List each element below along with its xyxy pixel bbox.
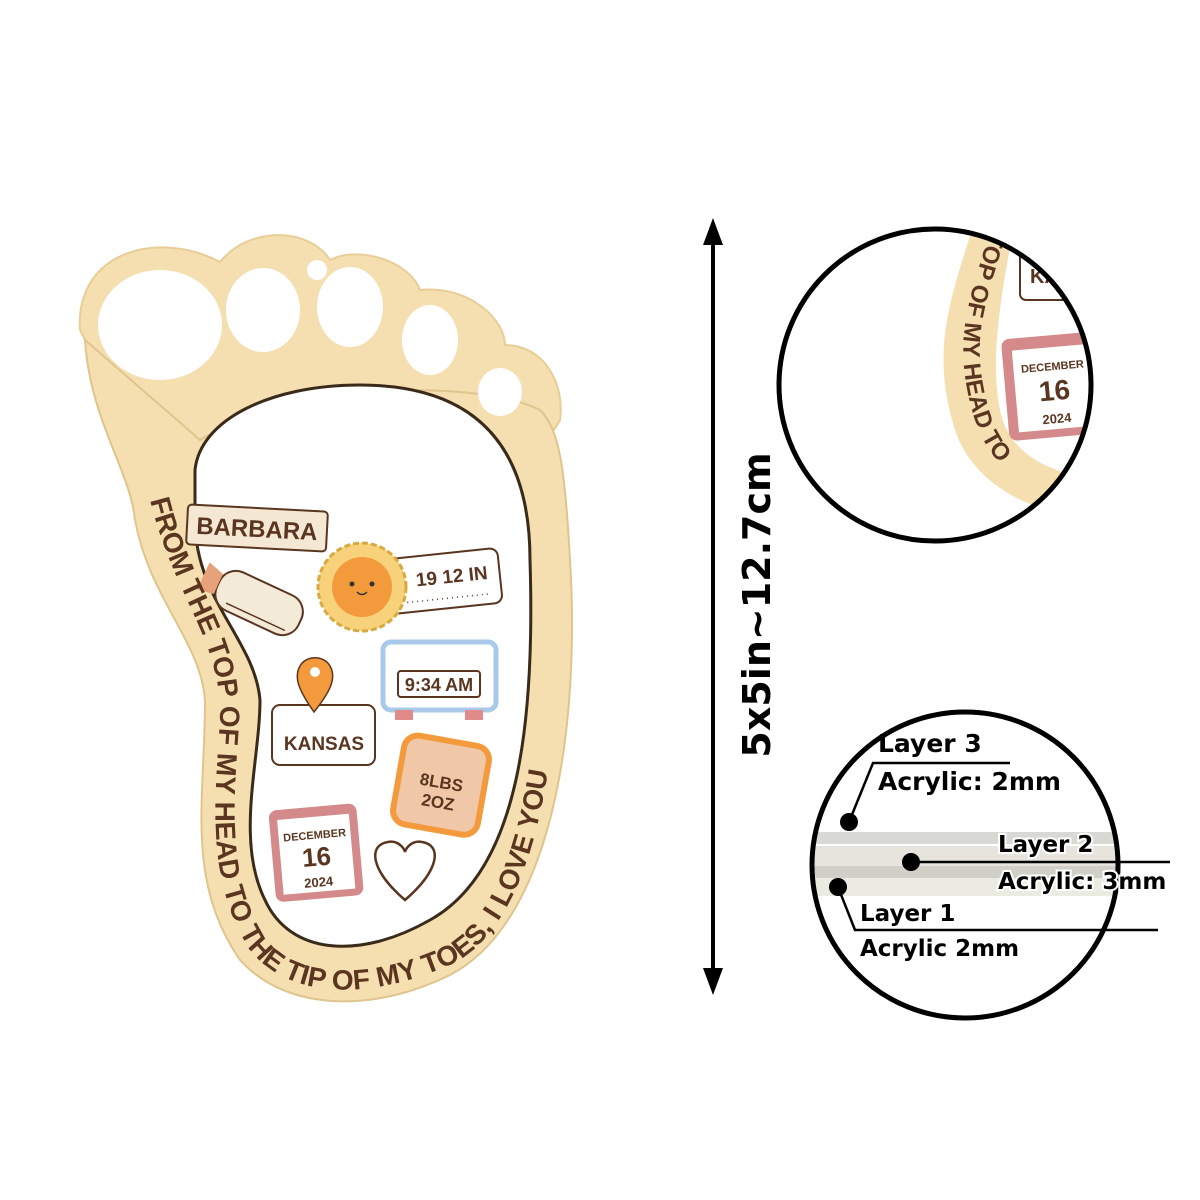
zoom-calendar-month: DECEMBER <box>1021 358 1085 375</box>
layer-1-spec: Acrylic 2mm <box>860 936 1019 962</box>
toe-holes <box>98 260 522 416</box>
calendar-tag: DECEMBER 16 2024 <box>268 803 364 902</box>
bottle-icon <box>197 562 304 637</box>
calendar-month: DECEMBER <box>283 827 347 844</box>
layers-circle: Layer 3 Acrylic: 2mm Layer 2 Acrylic: 3m… <box>809 709 1170 1021</box>
time-clock-tag: 9:34 AM <box>380 639 499 720</box>
zoom-calendar-day: 16 <box>1038 374 1072 408</box>
calendar-year: 2024 <box>304 873 335 891</box>
location-tag: KANSAS <box>271 657 376 766</box>
dimension-arrow <box>703 218 723 995</box>
layer-2-spec: Acrylic: 3mm <box>998 869 1166 895</box>
dimension-label: 5x5in~12.7cm <box>735 452 779 757</box>
heart-icon <box>374 840 436 902</box>
detail-zoom-circle: TOP OF MY HEAD TO KANS DECEMBER 16 2024 <box>776 226 1094 544</box>
location-text: KANSAS <box>284 734 364 755</box>
sun-icon <box>316 541 408 633</box>
zoom-calendar-year: 2024 <box>1042 410 1073 428</box>
weight-scale-tag: 8LBS 2OZ <box>390 732 492 838</box>
layer-3-spec: Acrylic: 2mm <box>878 767 1061 796</box>
name-tag: BARBARA <box>185 503 329 553</box>
layer-3-name: Layer 3 <box>878 729 982 758</box>
foot-plaque: BARBARA 19 12 IN 9:34 AM <box>78 234 574 1003</box>
layer-2-name: Layer 2 <box>998 832 1093 858</box>
calendar-day: 16 <box>301 841 332 873</box>
time-text: 9:34 AM <box>405 675 473 695</box>
name-tag-text: BARBARA <box>196 513 319 546</box>
layer-1-name: Layer 1 <box>860 901 955 927</box>
